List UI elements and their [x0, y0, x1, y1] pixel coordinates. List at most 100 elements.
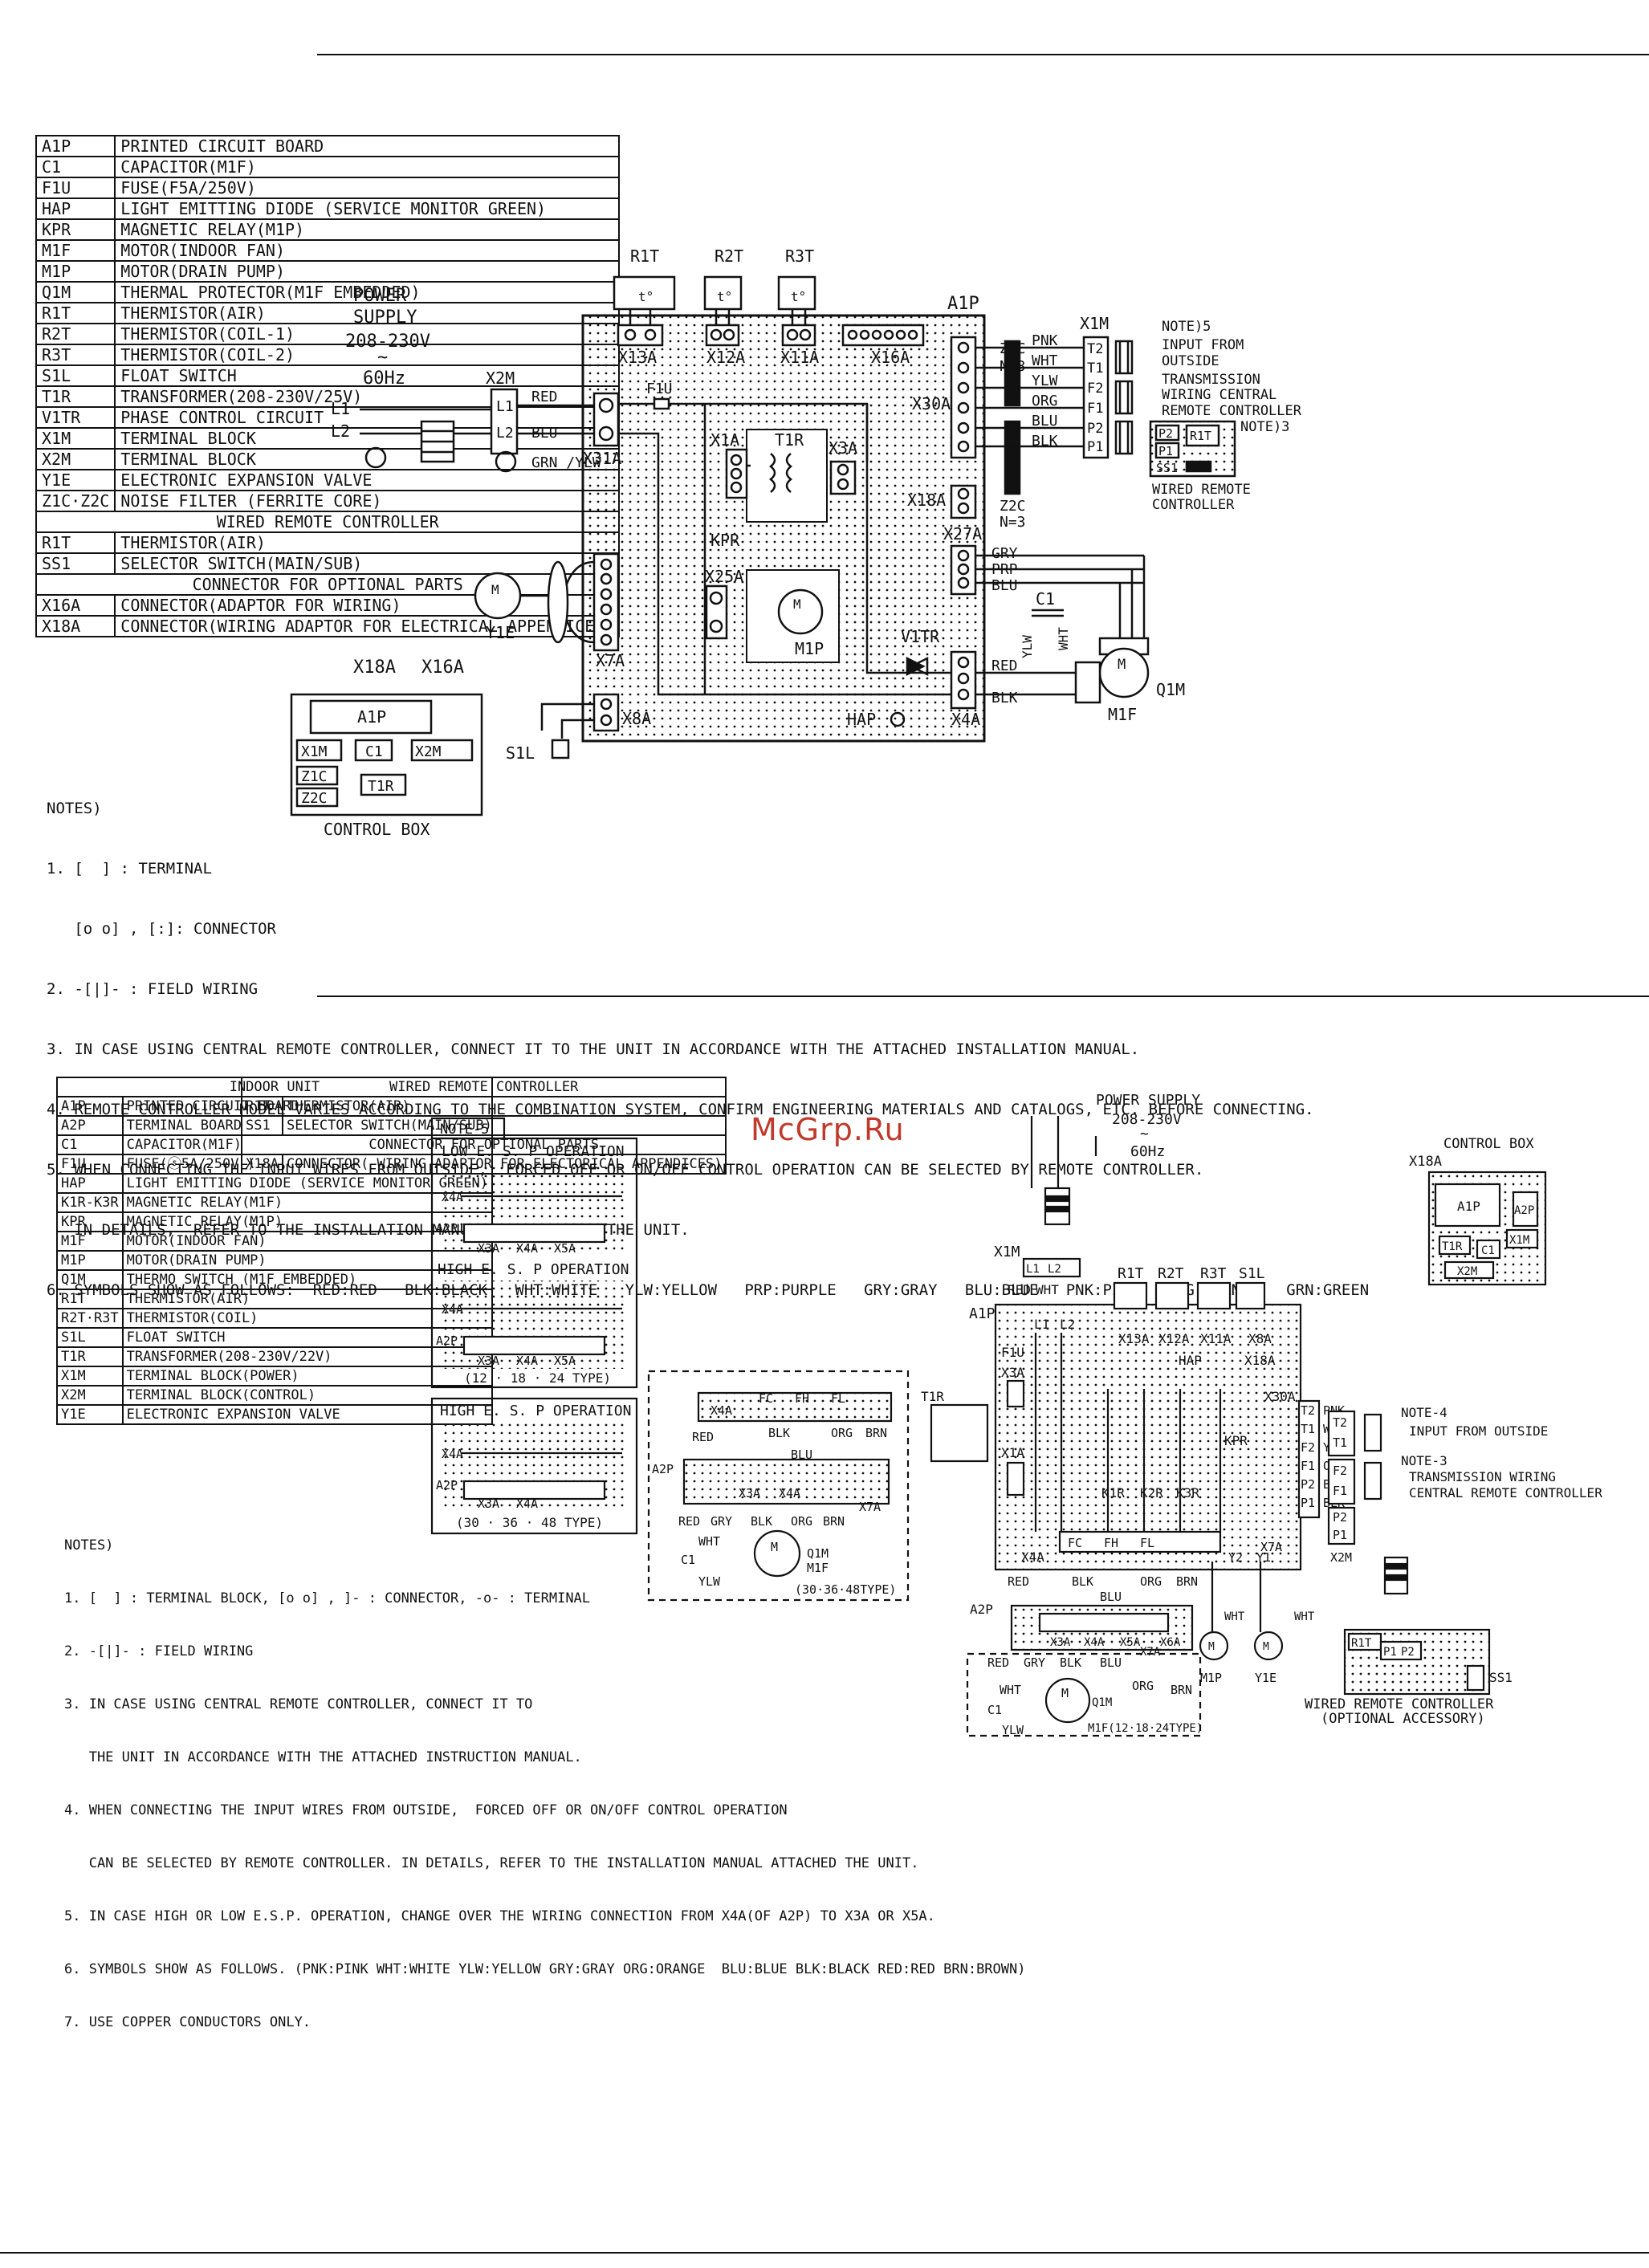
bottom-x30a-t1: T1: [1301, 1422, 1315, 1436]
svg-text:t°: t°: [638, 289, 653, 304]
bottom-x1m-f2: F2: [1333, 1464, 1347, 1478]
high-esp-x4a2: X4A: [516, 1354, 538, 1368]
top-x1m-f1: F1: [1087, 401, 1103, 417]
top-z1c-ferrite: [1004, 340, 1021, 407]
legend-code: V1TR: [35, 406, 116, 429]
legend-code: SS1: [35, 552, 116, 575]
bottom-rule: [0, 2252, 1649, 2254]
svg-text:M: M: [1118, 657, 1126, 673]
legend-description: FUSE(F5A/250V): [114, 177, 621, 199]
legend-description: TRANSFORMER(208-230V/25V): [114, 385, 621, 408]
bottom-x11a: X11A: [1200, 1331, 1232, 1346]
detail-q1m: Q1M: [807, 1546, 829, 1561]
top-transmission: TRANSMISSION: [1162, 372, 1260, 388]
bottom-blu2: BLU: [1100, 1655, 1122, 1670]
top-wire-blu2: BLU: [991, 577, 1018, 594]
bottom-s1l: S1L: [1239, 1265, 1265, 1282]
legend-description: THERMISTOR(AIR): [114, 531, 621, 554]
bottom-x30a-t2: T2: [1301, 1403, 1315, 1418]
legend-code: M1P: [35, 260, 116, 283]
legend-description: NOISE FILTER (FERRITE CORE): [114, 490, 621, 512]
top-x31a-connector: [592, 392, 620, 447]
top-transmission: REMOTE CONTROLLER: [1162, 403, 1302, 419]
legend-code: HAP: [35, 197, 116, 220]
bottom-x30a-connector: [1297, 1399, 1321, 1519]
top-x2m-block: [490, 388, 519, 455]
svg-text:t°: t°: [791, 289, 806, 304]
bottom-x2m-p2: P2: [1333, 1510, 1347, 1525]
top-power-supply-line: 208-230V: [345, 332, 430, 352]
top-v1tr-label: V1TR: [901, 627, 940, 646]
legend-description: MOTOR(INDOOR FAN): [114, 239, 621, 262]
bottom-r1t-thermistor: [1113, 1281, 1148, 1310]
detail-red2: RED: [678, 1514, 700, 1529]
bottom-y1e: Y1E: [1255, 1671, 1276, 1685]
bottom-x1m-label: X1M: [994, 1244, 1020, 1260]
top-x30a-label: X30A: [912, 394, 951, 413]
top-x2m-label: X2M: [486, 368, 515, 388]
bottom-a2p-x3a: X3A: [1050, 1636, 1071, 1649]
bottom-t1r: T1R: [921, 1389, 944, 1404]
bottom-note-line: 2. -[|]- : FIELD WIRING: [64, 1643, 254, 1659]
bottom-remote-p1: P1: [1383, 1646, 1397, 1659]
legend-code: X16A: [35, 594, 116, 617]
top-input-outside: OUTSIDE: [1162, 353, 1219, 369]
top-notes: NOTES) 1. [ ] : TERMINAL [o o] , [:]: CO…: [47, 759, 1369, 1321]
legend-description: CONNECTOR(ADAPTOR FOR WIRING): [114, 594, 621, 617]
top-cb-x18a: X18A: [353, 658, 396, 678]
bottom-x1m-right-block: [1327, 1410, 1356, 1457]
top-cb-x16a: X16A: [421, 658, 464, 678]
top-note-line: [o o] , [:]: CONNECTOR: [47, 920, 276, 938]
svg-text:t°: t°: [717, 289, 732, 304]
detail-gry: GRY: [710, 1514, 732, 1529]
top-x27a-label: X27A: [943, 524, 982, 544]
top-z2c-label: Z2C: [1000, 498, 1026, 515]
top-r2t-label: R2T: [715, 246, 743, 266]
top-x1a-label: X1A: [710, 430, 739, 450]
bottom-power-supply: 60Hz: [1130, 1143, 1165, 1160]
legend-code: R1T: [56, 1289, 124, 1309]
bottom-note4: NOTE-4: [1401, 1405, 1447, 1420]
legend-code: C1: [35, 156, 116, 178]
legend-code: X2M: [56, 1385, 124, 1406]
top-x18a-label: X18A: [907, 491, 946, 510]
top-f1u-label: F1U: [646, 381, 673, 397]
top-x13a-label: X13A: [618, 348, 657, 367]
svg-text:M: M: [1061, 1686, 1069, 1700]
legend-code: X1M: [35, 427, 116, 450]
bottom-note-line: 7. USE COPPER CONDUCTORS ONLY.: [64, 2014, 311, 2030]
bottom-a2p-x4a: X4A: [1084, 1636, 1105, 1649]
svg-text:M: M: [491, 582, 499, 597]
legend-code: S1L: [56, 1327, 124, 1348]
detail-fh: FH: [795, 1391, 809, 1406]
site-watermark[interactable]: McGrp.Ru: [751, 1112, 905, 1147]
bottom-remote-r1t: R1T: [1351, 1637, 1372, 1650]
bottom-gry: GRY: [1024, 1655, 1045, 1670]
top-x2m-l2: L2: [496, 425, 514, 442]
bottom-control-box-label: CONTROL BOX: [1443, 1136, 1534, 1152]
legend-code: A1P: [56, 1096, 124, 1117]
top-s1l-switch: [551, 739, 570, 759]
legend-section-header: CONNECTOR FOR OPTIONAL PARTS: [35, 573, 621, 596]
top-note-line: 4. REMOTE CONTROLLER MODEL VARIES ACCORD…: [47, 1101, 1314, 1118]
legend-description: PRINTED CIRCUIT BOARD: [114, 135, 621, 157]
top-x11a-label: X11A: [780, 348, 819, 367]
top-x16a-connector: [841, 324, 925, 347]
top-power-supply-line: ~: [377, 348, 388, 368]
legend-code: A1P: [35, 135, 116, 157]
high-esp2-x4a: X4A: [442, 1447, 463, 1461]
bottom-kpr: KPR: [1224, 1433, 1248, 1448]
bottom-x30a-p2: P2: [1301, 1477, 1315, 1492]
bottom-r1t: R1T: [1118, 1265, 1144, 1282]
legend-code: KPR: [56, 1211, 124, 1232]
bottom-x30a-f2: F2: [1301, 1440, 1315, 1455]
top-wire-ylw: YLW: [1032, 373, 1058, 389]
bottom-a2p-x7a: X7A: [1140, 1646, 1161, 1659]
